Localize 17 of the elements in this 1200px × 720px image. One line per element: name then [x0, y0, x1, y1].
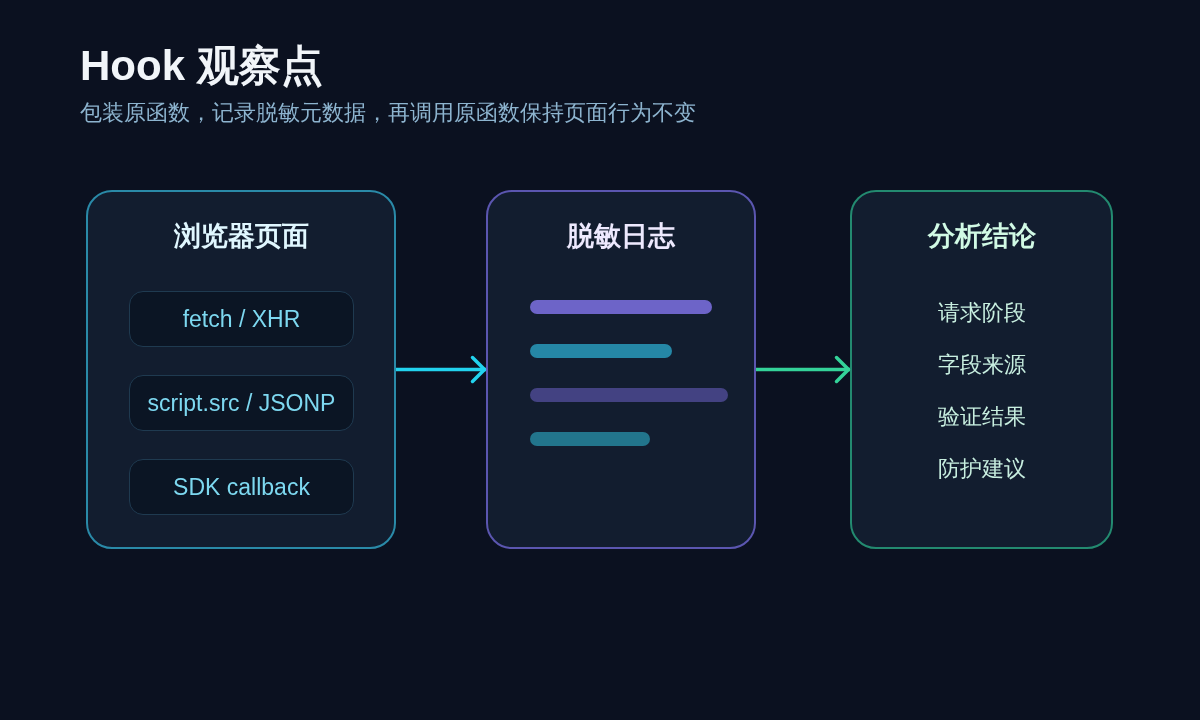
conclusion-item: 字段来源: [937, 351, 1026, 379]
conclusion-item: 防护建议: [937, 455, 1026, 483]
panel-card: [850, 190, 1113, 549]
panel-card: [486, 190, 756, 549]
panel-card: [86, 190, 396, 549]
subtitle: 包装原函数，记录脱敏元数据，再调用原函数保持页面行为不变: [80, 99, 696, 127]
arrow: [756, 355, 851, 384]
panel-heading: 分析结论: [927, 220, 1036, 253]
arrow: [396, 355, 487, 384]
conclusion-item: 验证结果: [937, 403, 1026, 431]
panel-heading: 浏览器页面: [173, 220, 309, 253]
hook-target-box: script.src / JSONP: [129, 375, 354, 431]
hook-target-box: fetch / XHR: [129, 291, 354, 347]
panel-heading: 脱敏日志: [567, 220, 675, 253]
page-title: Hook 观察点: [80, 41, 323, 91]
hook-target-box: SDK callback: [129, 459, 354, 515]
conclusion-item: 请求阶段: [937, 299, 1026, 327]
